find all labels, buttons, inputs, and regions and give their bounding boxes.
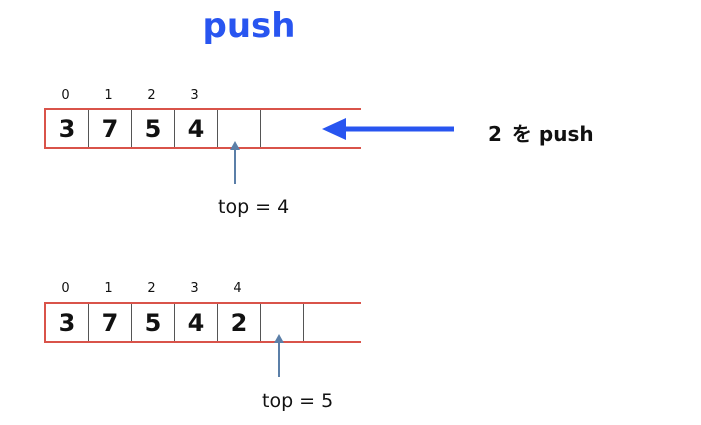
push-operation-label: 2 を push (488, 118, 594, 147)
after-top-label: top = 5 (262, 390, 334, 412)
after-index-3: 3 (190, 281, 199, 296)
before-top-label: top = 4 (218, 196, 290, 218)
before-cell-1: 7 (89, 110, 132, 147)
before-cell-0: 3 (46, 110, 89, 147)
before-cell-2: 5 (132, 110, 175, 147)
after-cell-3: 4 (175, 304, 218, 341)
before-top-pointer-head (230, 141, 240, 150)
after-index-row: 0 1 2 3 4 (44, 281, 259, 296)
before-cell-4 (218, 110, 261, 147)
before-cell-3: 4 (175, 110, 218, 147)
before-index-2: 2 (147, 88, 156, 103)
after-index-1: 1 (104, 281, 113, 296)
diagram-title: push (202, 6, 296, 46)
after-cell-1: 7 (89, 304, 132, 341)
after-cell-2: 5 (132, 304, 175, 341)
push-value: 2 (488, 122, 502, 146)
before-top-pointer-line (234, 148, 236, 184)
after-index-2: 2 (147, 281, 156, 296)
after-top-pointer-head (274, 334, 284, 343)
after-stack-array: 3 7 5 4 2 (44, 302, 361, 343)
push-arrow-icon (322, 118, 454, 140)
after-cell-4: 2 (218, 304, 261, 341)
push-text: を push (511, 122, 594, 146)
after-cell-5 (261, 304, 304, 341)
before-index-1: 1 (104, 88, 113, 103)
before-index-3: 3 (190, 88, 199, 103)
before-index-row: 0 1 2 3 (44, 88, 216, 103)
before-index-0: 0 (61, 88, 70, 103)
after-top-pointer-line (278, 341, 280, 377)
after-index-0: 0 (61, 281, 70, 296)
after-index-4: 4 (233, 281, 242, 296)
before-stack-array: 3 7 5 4 (44, 108, 361, 149)
after-cell-0: 3 (46, 304, 89, 341)
